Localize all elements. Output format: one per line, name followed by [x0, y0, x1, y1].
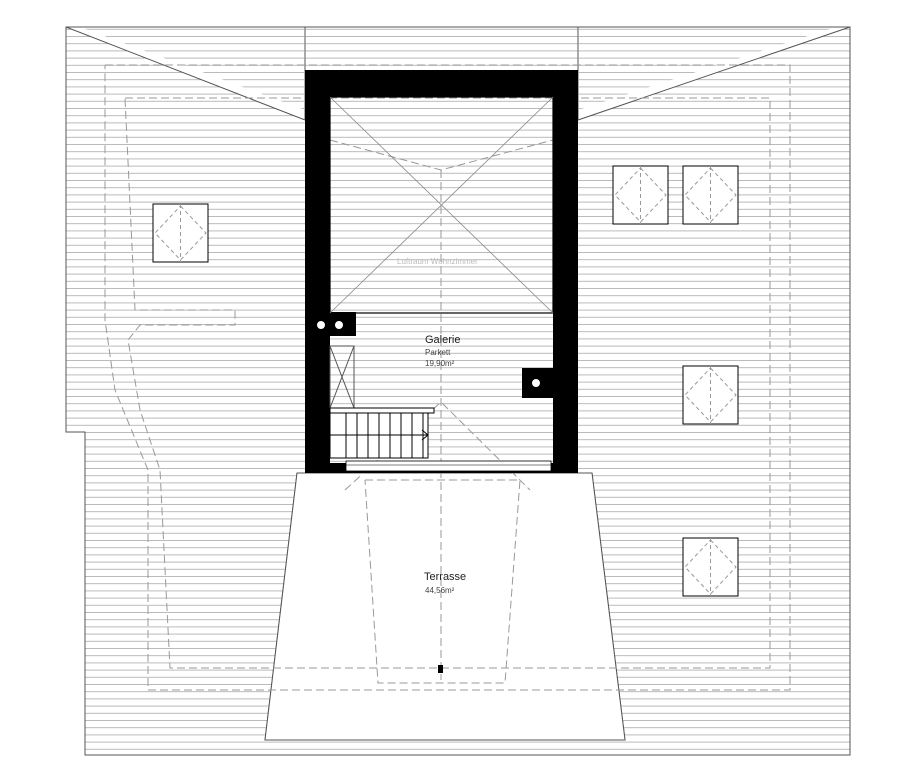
staircase[interactable]	[329, 407, 435, 459]
skylight-window	[152, 203, 209, 263]
dashed-outlines	[104, 64, 791, 691]
void-area	[329, 96, 554, 314]
drain	[438, 665, 443, 673]
void-label: Luftraum Wohnzimmer	[397, 257, 478, 266]
skylight-window	[682, 165, 739, 225]
terrace-area: 44,56m²	[425, 586, 455, 595]
gallery-floor: Parkett	[425, 348, 451, 357]
skylight-window	[682, 365, 739, 425]
gallery-area: 19,90m²	[425, 359, 455, 368]
skylight-window	[612, 165, 669, 225]
terrace-floor	[264, 472, 626, 741]
skylights	[152, 165, 739, 597]
gallery-name: Galerie	[425, 334, 461, 346]
terrace-name: Terrasse	[424, 571, 467, 583]
skylight-window	[682, 537, 739, 597]
vent-icon	[316, 320, 541, 388]
